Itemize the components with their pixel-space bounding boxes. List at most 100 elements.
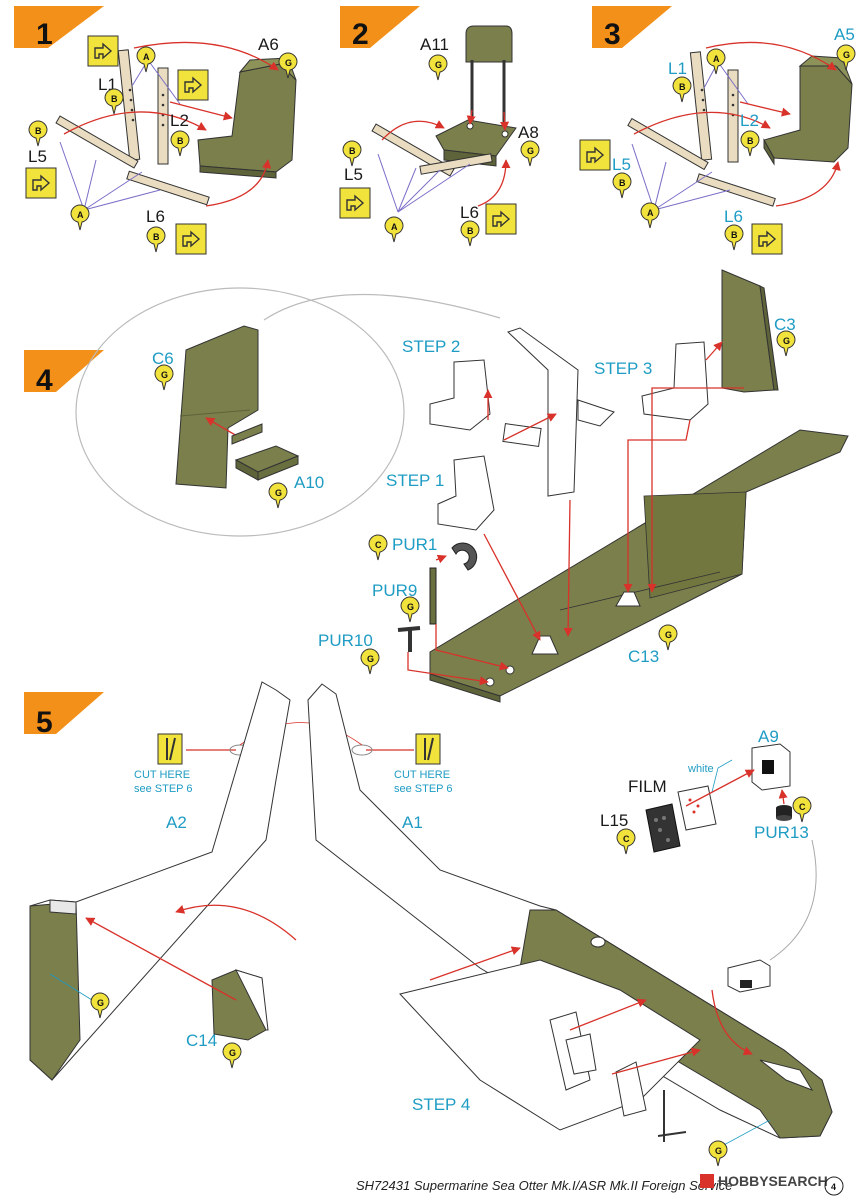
- paint-badge-icon: B: [170, 130, 190, 157]
- svg-text:B: B: [731, 230, 738, 240]
- fold-arrow-icon: [177, 69, 209, 101]
- film-decal: [677, 785, 717, 831]
- pur10-part: [397, 626, 421, 652]
- label-l5: L5: [28, 147, 47, 166]
- svg-text:A: A: [713, 54, 720, 64]
- label-l15: L15: [600, 811, 628, 830]
- fold-arrow-icon: [25, 167, 57, 199]
- step-number: 1: [36, 18, 53, 51]
- paint-badge-icon: G: [154, 364, 174, 391]
- attach-lines: [631, 61, 749, 211]
- paint-badge-icon: A: [640, 202, 660, 229]
- svg-text:B: B: [619, 178, 626, 188]
- belt-l6: [126, 170, 210, 206]
- step-2-panel: 2 A11 A8 L5: [339, 6, 540, 247]
- svg-text:G: G: [527, 146, 534, 156]
- label-a1: A1: [402, 813, 423, 832]
- panel-c14: [211, 969, 269, 1041]
- label-film: FILM: [628, 777, 667, 796]
- assembly-arrows: [85, 769, 788, 1075]
- svg-text:B: B: [177, 136, 184, 146]
- paint-badge-icon: G: [278, 52, 298, 79]
- step-flag: [340, 6, 420, 48]
- paint-badge-icon: G: [658, 624, 678, 651]
- paint-badge-icon: B: [612, 172, 632, 199]
- paint-badge-icon: B: [342, 140, 362, 167]
- paint-badge-icon: A: [70, 204, 90, 231]
- seat-part: [197, 57, 297, 179]
- svg-text:C: C: [799, 802, 806, 812]
- step-flag: [592, 6, 672, 48]
- seat-outline-step1: [437, 455, 495, 531]
- paint-badge-icon: A: [384, 216, 404, 243]
- attach-lines: [377, 153, 471, 213]
- assembly-arrows: [381, 109, 511, 207]
- label-a9: A9: [758, 727, 779, 746]
- label-a2: A2: [166, 813, 187, 832]
- footer-caption: SH72431 Supermarine Sea Otter Mk.I/ASR M…: [356, 1178, 732, 1193]
- label-a6: A6: [258, 35, 279, 54]
- paint-badge-icon: G: [222, 1042, 242, 1069]
- svg-text:G: G: [843, 50, 850, 60]
- label-pur10: PUR10: [318, 631, 373, 650]
- step-number: 2: [352, 18, 369, 51]
- svg-text:A: A: [391, 222, 398, 232]
- svg-text:G: G: [407, 602, 414, 612]
- svg-text:G: G: [97, 998, 104, 1008]
- step-3-panel: 3 A5 L1: [579, 6, 856, 255]
- belt-l1: [117, 49, 141, 161]
- svg-text:B: B: [747, 136, 754, 146]
- label-l2: L2: [170, 111, 189, 130]
- part-a9: [751, 743, 791, 791]
- paint-badge-icon: B: [104, 88, 124, 115]
- svg-text:G: G: [783, 336, 790, 346]
- guide-lines: [49, 973, 771, 1147]
- label-pur1: PUR1: [392, 535, 437, 554]
- fold-arrow-icon: [339, 187, 371, 219]
- watermark-text: HOBBYSEARCH: [718, 1173, 828, 1189]
- plate-a10: [234, 445, 300, 481]
- headrest-part: [465, 25, 513, 132]
- label-c3: C3: [774, 315, 796, 334]
- assembly-arrows: [633, 41, 841, 207]
- fold-arrow-icon: [175, 223, 207, 255]
- detail-inset: [727, 959, 771, 993]
- paint-badge-icon: G: [520, 140, 540, 167]
- svg-text:A: A: [647, 208, 654, 218]
- label-step2: STEP 2: [402, 337, 460, 356]
- bulkhead-outline: [507, 327, 615, 497]
- fuselage-half-a2: [29, 681, 291, 1081]
- paint-badge-icon: B: [28, 120, 48, 147]
- paint-badge-icon: B: [740, 130, 760, 157]
- label-step3: STEP 3: [594, 359, 652, 378]
- step-number: 5: [36, 706, 53, 739]
- svg-text:C: C: [375, 540, 382, 550]
- svg-text:G: G: [715, 1146, 722, 1156]
- label-l5: L5: [612, 155, 631, 174]
- bulkhead-c6: [175, 325, 259, 489]
- paint-badge-icon: A: [706, 48, 726, 75]
- step-number: 3: [604, 18, 621, 51]
- cut-here-icon: [157, 733, 183, 765]
- paint-badge-icon: C: [616, 828, 636, 855]
- paint-badge-icon: G: [836, 44, 856, 71]
- paint-badge-icon: B: [460, 220, 480, 247]
- label-l6: L6: [460, 203, 479, 222]
- seat-outline-step3: [641, 341, 709, 421]
- paint-badge-icon: B: [146, 226, 166, 253]
- label-c6: C6: [152, 349, 174, 368]
- svg-text:G: G: [367, 654, 374, 664]
- svg-text:C: C: [623, 834, 630, 844]
- step-flag: [24, 692, 104, 734]
- svg-text:G: G: [665, 630, 672, 640]
- paint-badge-icon: G: [776, 330, 796, 357]
- svg-text:B: B: [467, 226, 474, 236]
- paint-badge-icon: B: [724, 224, 744, 251]
- label-l6: L6: [146, 207, 165, 226]
- detail-callout: [75, 287, 405, 537]
- pur1-part: [451, 542, 478, 571]
- svg-text:G: G: [435, 60, 442, 70]
- svg-text:B: B: [35, 126, 42, 136]
- part-pur13: [776, 805, 792, 821]
- label-step4: STEP 4: [412, 1095, 470, 1114]
